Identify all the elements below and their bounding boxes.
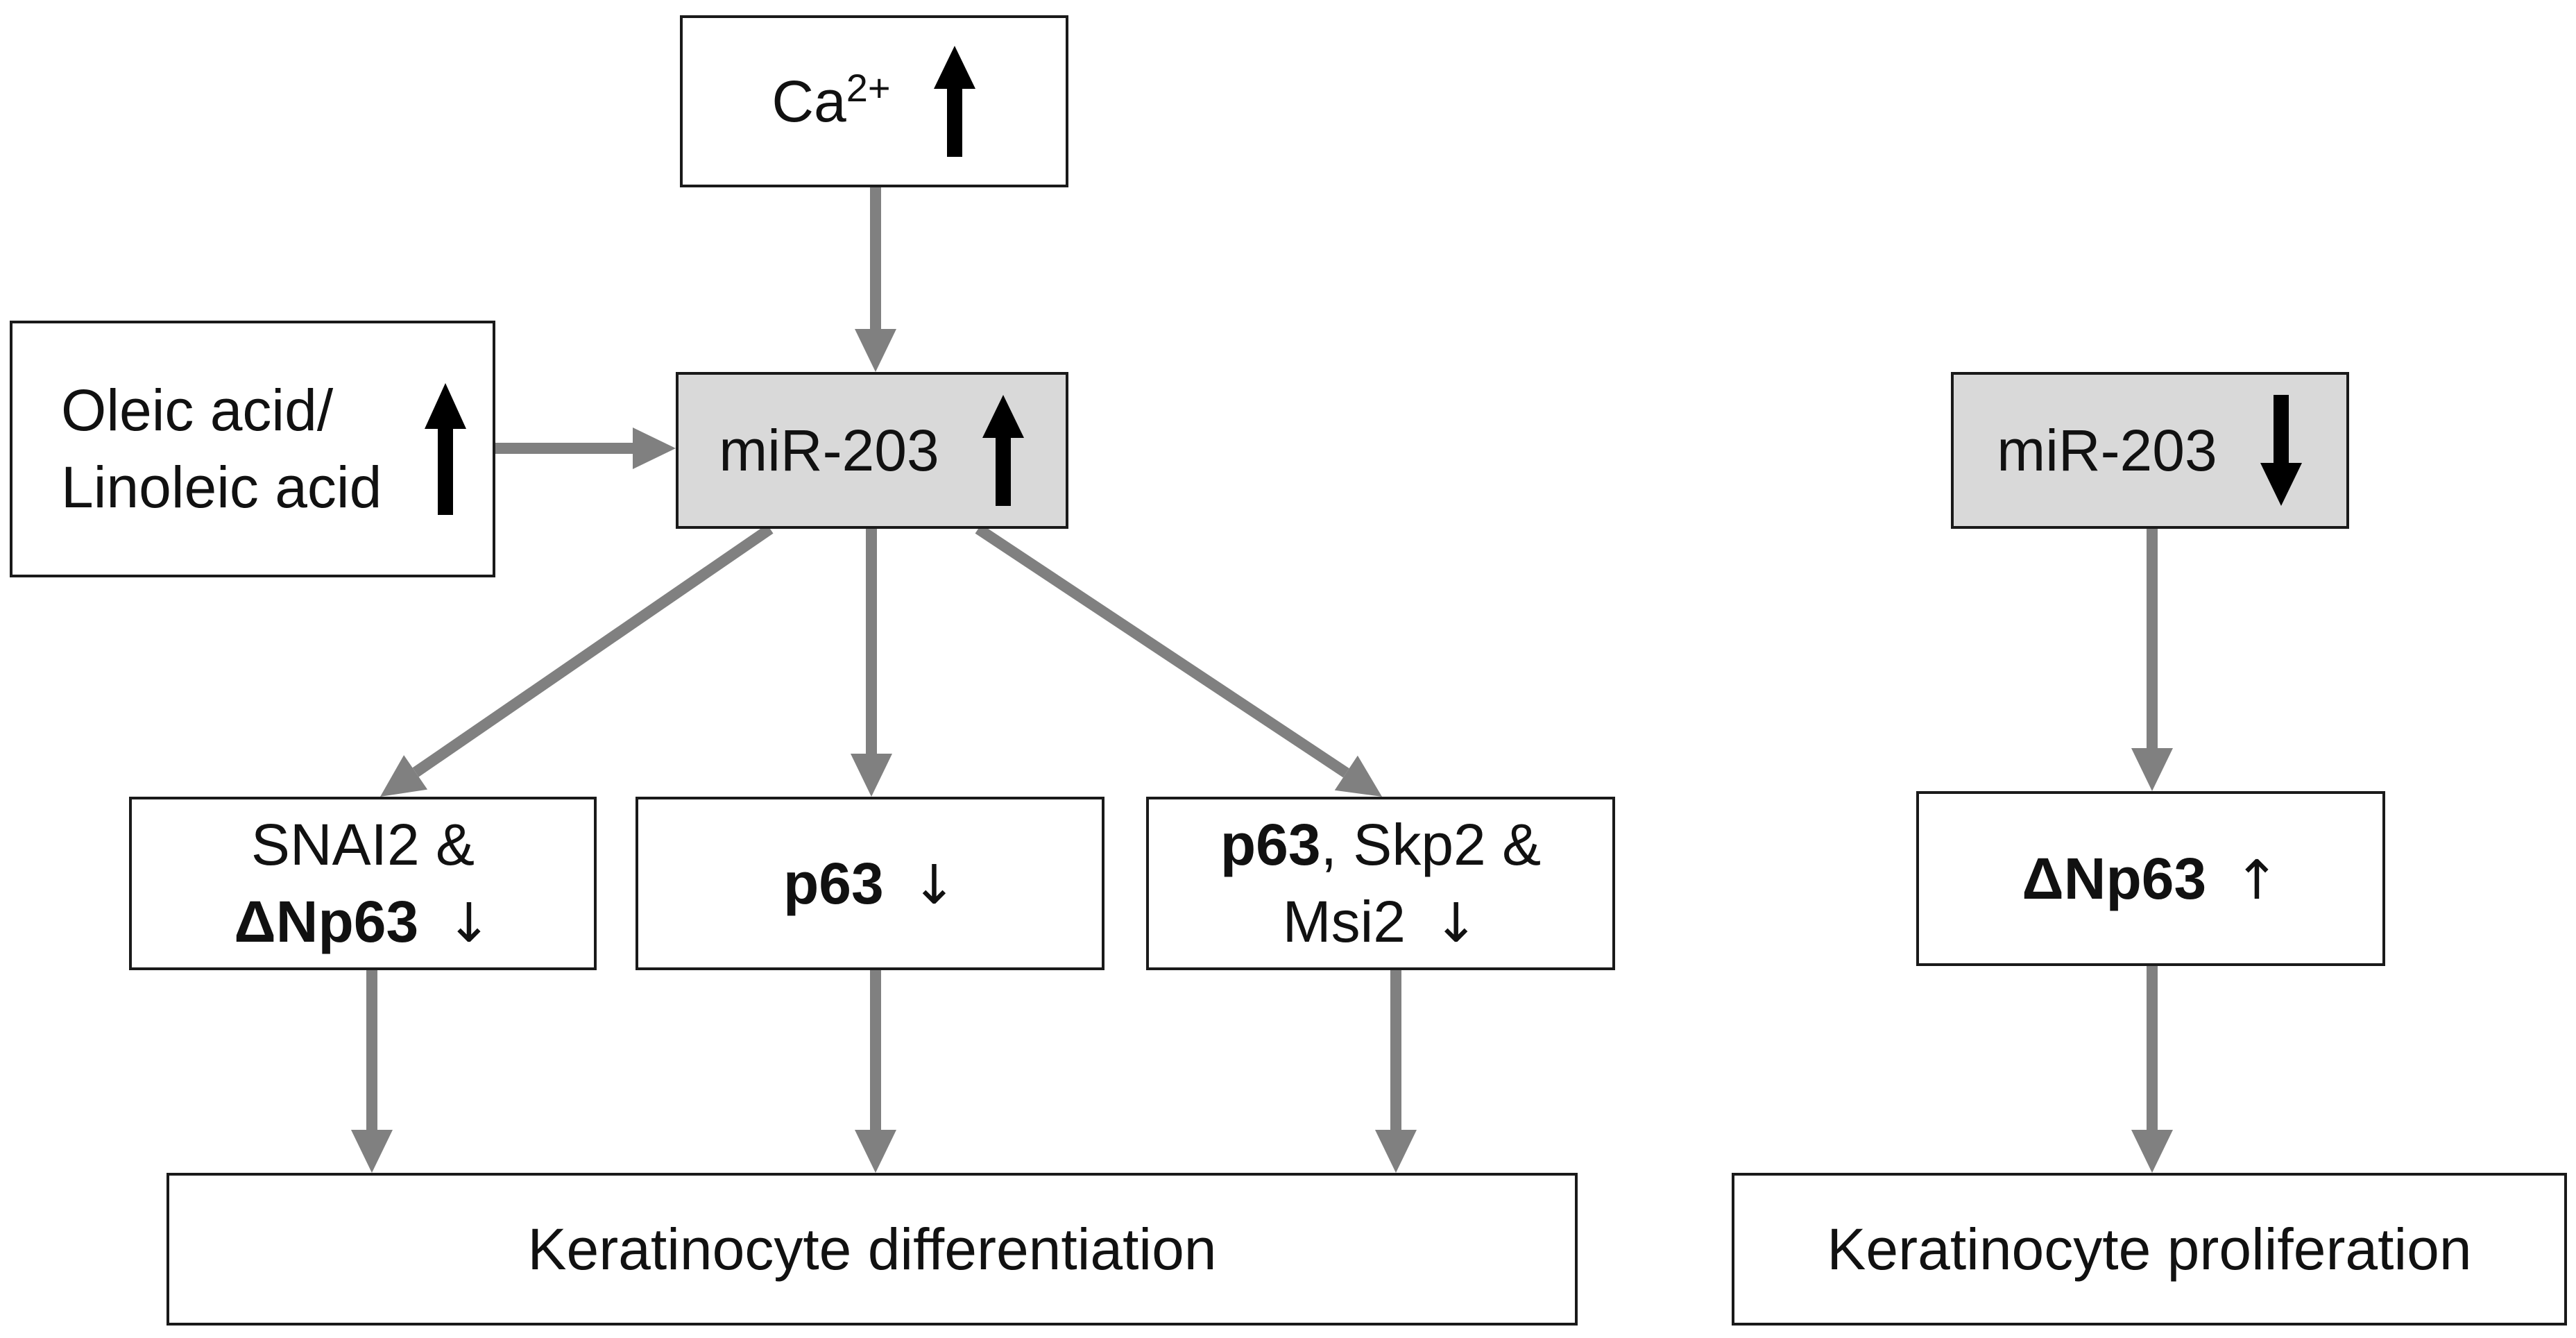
up-bold-arrow-icon	[932, 46, 977, 157]
calcium-label: Ca2+	[771, 65, 891, 134]
p63-label: p63↓	[783, 850, 957, 917]
arrowhead-p63-to-differentiation	[855, 1130, 896, 1173]
arrowhead-calcium-to-mir203_left	[855, 329, 896, 372]
up-thin-arrow: ↑	[2234, 849, 2280, 912]
arrowhead-p63_skp2-to-differentiation	[1375, 1130, 1417, 1173]
mir203-down-label: miR-203	[1997, 417, 2217, 483]
mir203-up-label: miR-203	[719, 417, 939, 483]
snai2-dnp63-node: SNAI2 & ΔNp63↓	[129, 797, 597, 970]
snai2-dnp63-label: SNAI2 & ΔNp63↓	[234, 812, 492, 955]
differentiation-node: Keratinocyte differentiation	[167, 1173, 1578, 1326]
arrowhead-mir203_left-to-p63_skp2	[1334, 755, 1382, 797]
calcium-node: Ca2+	[680, 15, 1068, 187]
arrowhead-mir203_left-to-p63	[851, 754, 892, 797]
connector-mir203_left-to-snai2	[412, 524, 774, 777]
arrowhead-dnp63-to-proliferation	[2131, 1130, 2173, 1173]
dnp63-up-node: ΔNp63↑	[1916, 791, 2385, 966]
connector-mir203_left-to-p63_skp2	[975, 524, 1349, 778]
arrowhead-mir203_left-to-snai2	[380, 755, 428, 797]
p63-skp2-msi2-node: p63, Skp2 & Msi2↓	[1146, 797, 1615, 970]
up-bold-arrow-icon	[423, 383, 468, 515]
down-thin-arrow: ↓	[911, 854, 957, 917]
down-thin-arrow: ↓	[1433, 892, 1479, 955]
mir203-down-node: miR-203	[1951, 372, 2349, 529]
fatty-acid-node: Oleic acid/ Linoleic acid	[10, 321, 495, 577]
mir203-up-node: miR-203	[676, 372, 1068, 529]
up-bold-arrow-icon	[981, 395, 1025, 506]
down-thin-arrow: ↓	[446, 892, 492, 955]
fatty-acid-label: Oleic acid/ Linoleic acid	[61, 378, 382, 520]
p63-skp2-msi2-label: p63, Skp2 & Msi2↓	[1220, 812, 1542, 955]
differentiation-label: Keratinocyte differentiation	[527, 1216, 1217, 1282]
arrowhead-mir203_right-to-dnp63	[2131, 748, 2173, 791]
dnp63-up-label: ΔNp63↑	[2022, 845, 2280, 912]
proliferation-label: Keratinocyte proliferation	[1827, 1216, 2472, 1282]
arrowhead-snai2-to-differentiation	[351, 1130, 393, 1173]
proliferation-node: Keratinocyte proliferation	[1732, 1173, 2567, 1326]
arrowhead-oleic-to-mir203_left	[633, 427, 676, 469]
p63-node: p63↓	[636, 797, 1104, 970]
down-bold-arrow-icon	[2259, 395, 2303, 506]
